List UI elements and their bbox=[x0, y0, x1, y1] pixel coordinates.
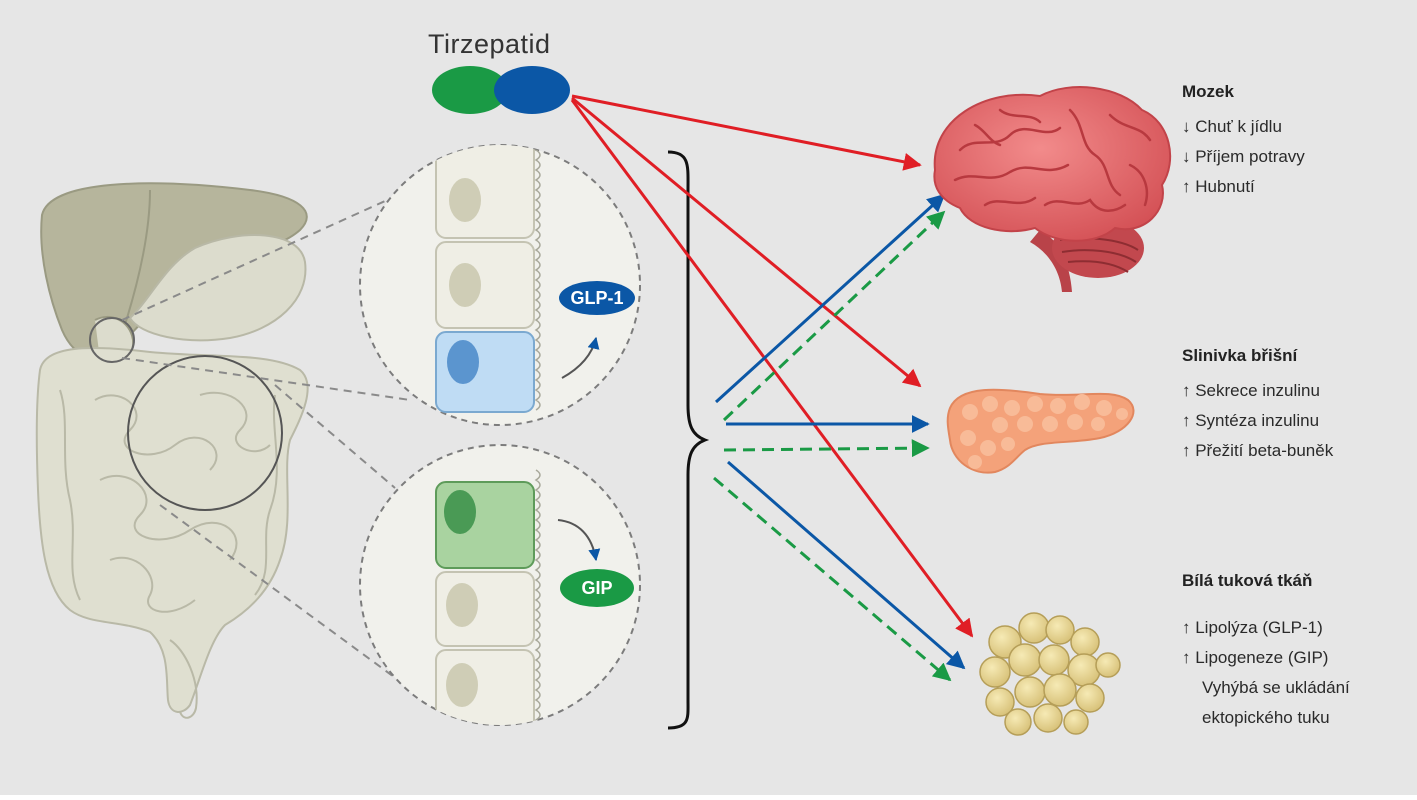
glp1-action-arrows bbox=[714, 193, 966, 670]
brain-effects-block: Mozek ↓ Chuť k jídlu ↓ Příjem potravy ↑ … bbox=[1182, 82, 1305, 202]
fat-effect-2: ↑ Lipogeneze (GIP) bbox=[1182, 648, 1329, 667]
fat-effects-block: Bílá tuková tkáň ↑ Lipolýza (GLP-1) ↑ Li… bbox=[1182, 571, 1350, 733]
fat-effect-1: ↑ Lipolýza (GLP-1) bbox=[1182, 618, 1323, 637]
drug-name: Tirzepatid bbox=[428, 29, 551, 59]
fat-effect-3: Vyhýbá se ukládání bbox=[1202, 678, 1350, 697]
digestive-system-icon bbox=[35, 182, 309, 719]
pancreas-effect-1: ↑ Sekrece inzulinu bbox=[1182, 381, 1320, 400]
fat-heading: Bílá tuková tkáň bbox=[1182, 571, 1313, 590]
brain-effect-2: ↓ Příjem potravy bbox=[1182, 147, 1305, 166]
pancreas-heading: Slinivka břišní bbox=[1182, 346, 1298, 365]
large-intestine-shape bbox=[35, 347, 309, 713]
zoom-connector-lines bbox=[121, 191, 411, 686]
tirzepatide-molecule-icon bbox=[432, 66, 570, 114]
k-cell-zoom-circle bbox=[359, 444, 641, 726]
drug-action-arrows bbox=[570, 94, 974, 638]
stomach-shape bbox=[128, 234, 307, 342]
gip-action-arrows bbox=[713, 210, 952, 682]
fat-cells-icon bbox=[979, 612, 1121, 736]
secretion-arrow-gip bbox=[557, 519, 601, 562]
l-cell-zoom-circle bbox=[359, 144, 641, 426]
secretion-arrow-glp1 bbox=[561, 336, 600, 379]
fat-effect-4: ektopického tuku bbox=[1202, 708, 1330, 727]
glp1-badge-label: GLP-1 bbox=[570, 287, 624, 308]
gip-badge: GIP bbox=[560, 569, 634, 607]
pancreas-effect-3: ↑ Přežití beta-buněk bbox=[1182, 441, 1334, 460]
pancreas-icon bbox=[946, 388, 1135, 474]
curly-brace bbox=[667, 150, 710, 730]
pancreas-effect-2: ↑ Syntéza inzulinu bbox=[1182, 411, 1320, 430]
brain-heading: Mozek bbox=[1182, 82, 1234, 101]
pancreas-effects-block: Slinivka břišní ↑ Sekrece inzulinu ↑ Syn… bbox=[1182, 346, 1333, 466]
glp1-badge: GLP-1 bbox=[559, 281, 635, 315]
brain-effect-3: ↑ Hubnutí bbox=[1182, 177, 1255, 196]
brain-effect-1: ↓ Chuť k jídlu bbox=[1182, 117, 1282, 136]
brain-icon bbox=[933, 86, 1172, 292]
gip-badge-label: GIP bbox=[581, 577, 613, 598]
